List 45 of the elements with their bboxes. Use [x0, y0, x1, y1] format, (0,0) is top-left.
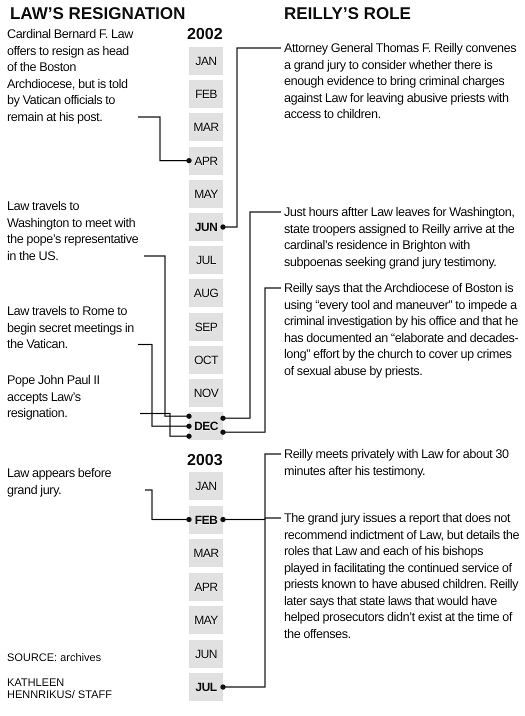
leader-line — [220, 453, 281, 522]
event-text: Reilly says that the Archdiocese of Boston is using “every tool and maneuver” to impede a criminal investigation by his office and that he has documented an “elaborate and decades-long” effort by the church to cover up crimes of sexual abuse by priests. — [284, 280, 520, 379]
month-box: MAY — [189, 606, 223, 634]
leader-line — [138, 116, 192, 164]
event-text: The grand jury issues a report that does not recommend indictment of Law, but details the roles that Law and each of his bishops played in facilitating the continued service of priests known to have abused children. Reilly later says that state laws that would have helped prosecutors didn’t exist at the time of the offenses. — [284, 510, 520, 642]
month-box: JUN — [189, 213, 223, 241]
month-box: JUL — [189, 673, 223, 701]
month-box: JUN — [189, 640, 223, 668]
event-text: Attorney General Thomas F. Reilly convenes a grand jury to consider whether there is enough evidence to bring criminal charges against Law for leaving abusive priests with access to children. — [284, 40, 520, 122]
month-box: NOV — [189, 379, 223, 407]
month-box: MAR — [189, 539, 223, 567]
leader-line — [220, 47, 281, 230]
leader-line — [220, 211, 281, 421]
month-box: JAN — [189, 47, 223, 75]
leader-line — [220, 287, 281, 435]
leader-line — [138, 344, 192, 429]
month-box: MAR — [189, 113, 223, 142]
month-box: SEP — [189, 312, 223, 341]
leader-line — [220, 517, 281, 690]
month-box: OCT — [189, 346, 223, 374]
credit-note: KATHLEEN HENNRIKUS/ STAFF — [7, 677, 113, 701]
month-box: APR — [189, 146, 223, 175]
month-box: JAN — [189, 472, 223, 500]
event-text: Law travels to Rome to begin secret meetings in the Vatican. — [7, 303, 135, 352]
event-text: Cardinal Bernard F. Law offers to resign as head of the Boston Archdiocese, but is told by Vatican officials to remain at his post. — [7, 26, 135, 125]
event-text: Just hours aftter Law leaves for Washington, state troopers assigned to Reilly arrive at the cardinal’s residence in Brighton with subpoenas seeking grand jury testimony. — [284, 204, 520, 270]
column-heading: LAW’S RESIGNATION — [10, 4, 186, 24]
event-text: Pope John Paul II accepts Law’s resignation. — [7, 372, 137, 422]
month-box: DEC — [189, 412, 223, 440]
leader-line — [145, 489, 192, 522]
event-text: Reilly meets privately with Law for about 30 minutes after his testimony. — [284, 446, 520, 479]
source-note: SOURCE: archives — [7, 652, 102, 664]
event-text: Law appears before grand jury. — [7, 465, 142, 498]
month-box: MAY — [189, 180, 223, 208]
month-box: AUG — [189, 279, 223, 308]
month-box: APR — [189, 572, 223, 600]
year-label: 2002 — [187, 26, 223, 44]
year-label: 2003 — [187, 452, 223, 470]
leader-line — [144, 255, 192, 419]
column-heading: REILLY’S ROLE — [284, 4, 411, 24]
month-box: JUL — [189, 246, 223, 274]
month-box: FEB — [189, 80, 223, 108]
event-text: Law travels to Washington to meet with the pope’s representative in the US. — [7, 198, 141, 264]
month-box: FEB — [189, 506, 223, 534]
leader-line — [140, 412, 192, 439]
